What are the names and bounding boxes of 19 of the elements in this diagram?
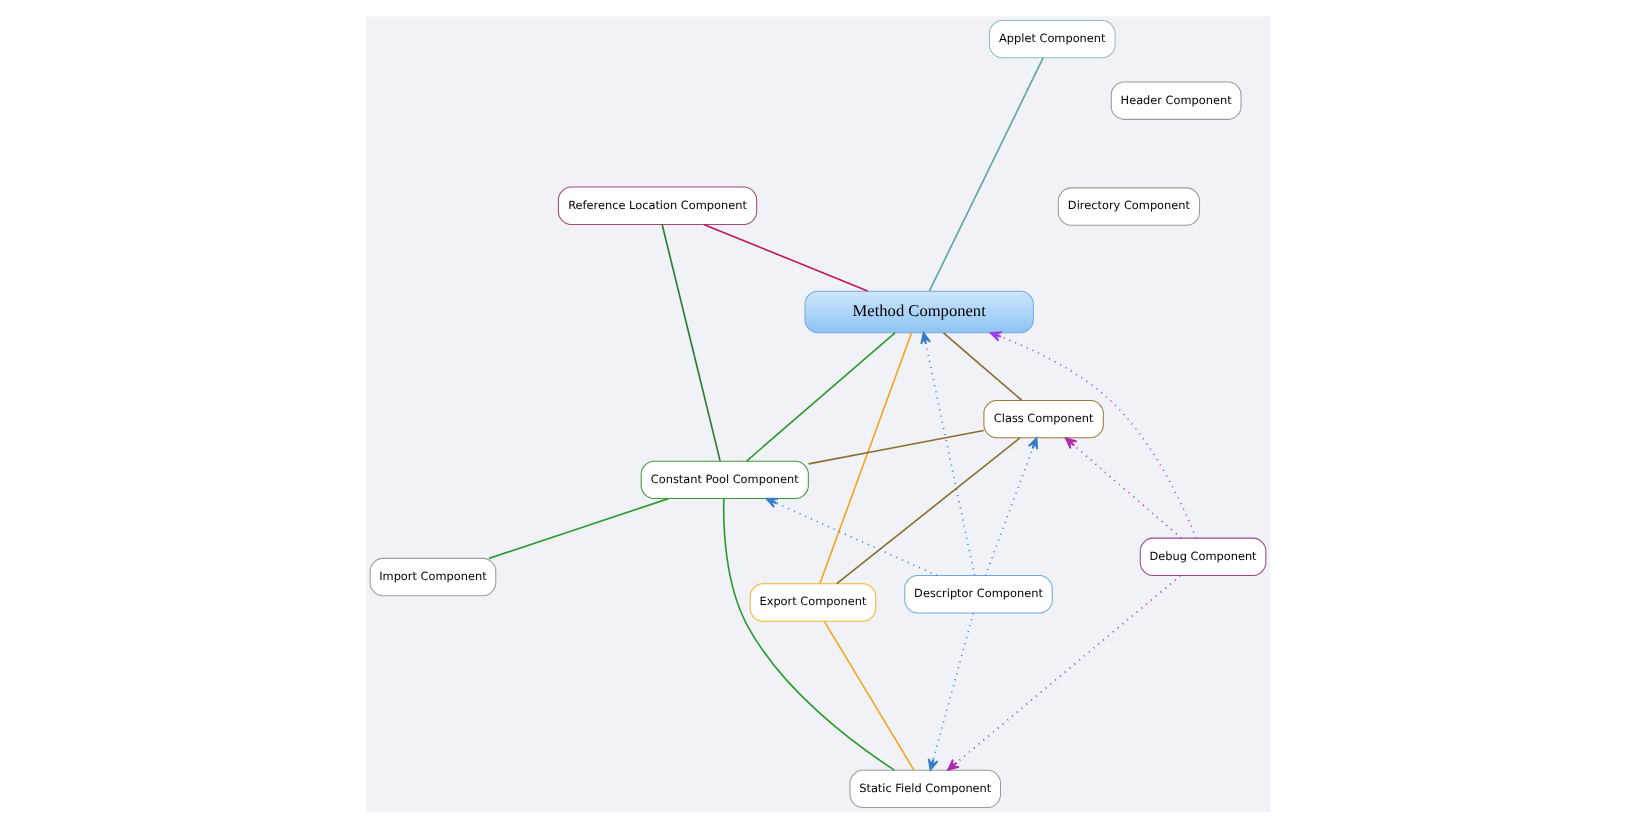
arrow: [919, 331, 975, 577]
connector: [721, 498, 895, 771]
connector: [660, 223, 720, 462]
arrow: [946, 574, 1181, 771]
connector: [806, 429, 984, 465]
arrow: [983, 437, 1038, 577]
arrow: [764, 497, 937, 577]
arrow: [926, 612, 974, 771]
node-box: Method Component: [803, 290, 1033, 334]
arrow: [1063, 437, 1182, 539]
connector: [818, 332, 912, 585]
arrow: [988, 331, 1196, 539]
connector: [941, 332, 1022, 401]
connector: [701, 223, 868, 292]
connector: [927, 57, 1043, 292]
connector: [487, 497, 669, 560]
connector: [834, 437, 1020, 585]
connector: [822, 620, 914, 771]
connector: [744, 332, 895, 462]
